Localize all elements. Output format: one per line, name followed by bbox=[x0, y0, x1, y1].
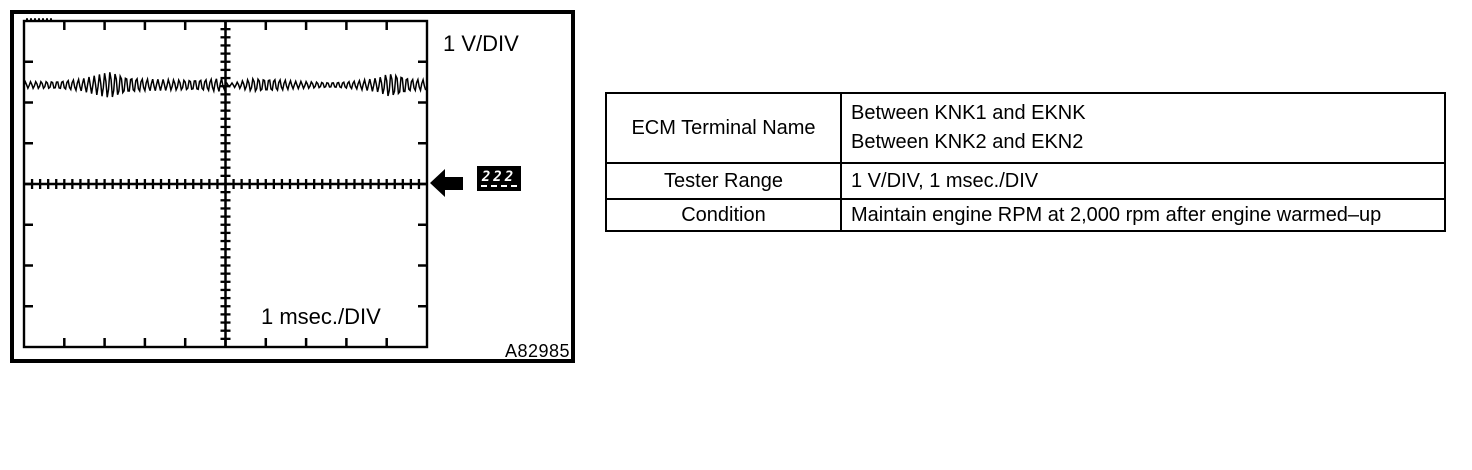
condition-value: Maintain engine RPM at 2,000 rpm after e… bbox=[851, 203, 1382, 226]
volts-per-division-label: 1 V/DIV bbox=[443, 31, 519, 56]
time-per-division-label: 1 msec./DIV bbox=[261, 304, 381, 329]
table-row: Tester Range 1 V/DIV, 1 msec./DIV bbox=[607, 162, 1444, 198]
terminal-pair-line: Between KNK2 and EKN2 bbox=[851, 131, 1084, 153]
waveform-trace bbox=[23, 72, 427, 98]
oscilloscope-figure bbox=[22, 18, 463, 349]
spec-table: ECM Terminal Name Between KNK1 and EKNK … bbox=[605, 92, 1446, 232]
terminal-pair-line: Between KNK1 and EKNK bbox=[851, 102, 1086, 124]
tester-range-value: 1 V/DIV, 1 msec./DIV bbox=[851, 169, 1039, 192]
table-header-tester-range: Tester Range bbox=[607, 164, 842, 198]
gnd-marker-glyphs: 222 bbox=[480, 169, 518, 187]
table-cell-condition: Maintain engine RPM at 2,000 rpm after e… bbox=[842, 200, 1444, 230]
table-row: Condition Maintain engine RPM at 2,000 r… bbox=[607, 198, 1444, 230]
table-cell-tester-range: 1 V/DIV, 1 msec./DIV bbox=[842, 164, 1444, 198]
table-header-condition: Condition bbox=[607, 200, 842, 230]
gnd-level-arrow-icon bbox=[430, 169, 463, 197]
table-row: ECM Terminal Name Between KNK1 and EKNK … bbox=[607, 94, 1444, 162]
table-header-ecm-terminal-name: ECM Terminal Name bbox=[607, 94, 842, 162]
figure-id-label: A82985 bbox=[505, 341, 571, 361]
gnd-marker-icon: 222 bbox=[477, 166, 521, 191]
table-cell-ecm-terminal-name: Between KNK1 and EKNK Between KNK2 and E… bbox=[842, 94, 1444, 162]
